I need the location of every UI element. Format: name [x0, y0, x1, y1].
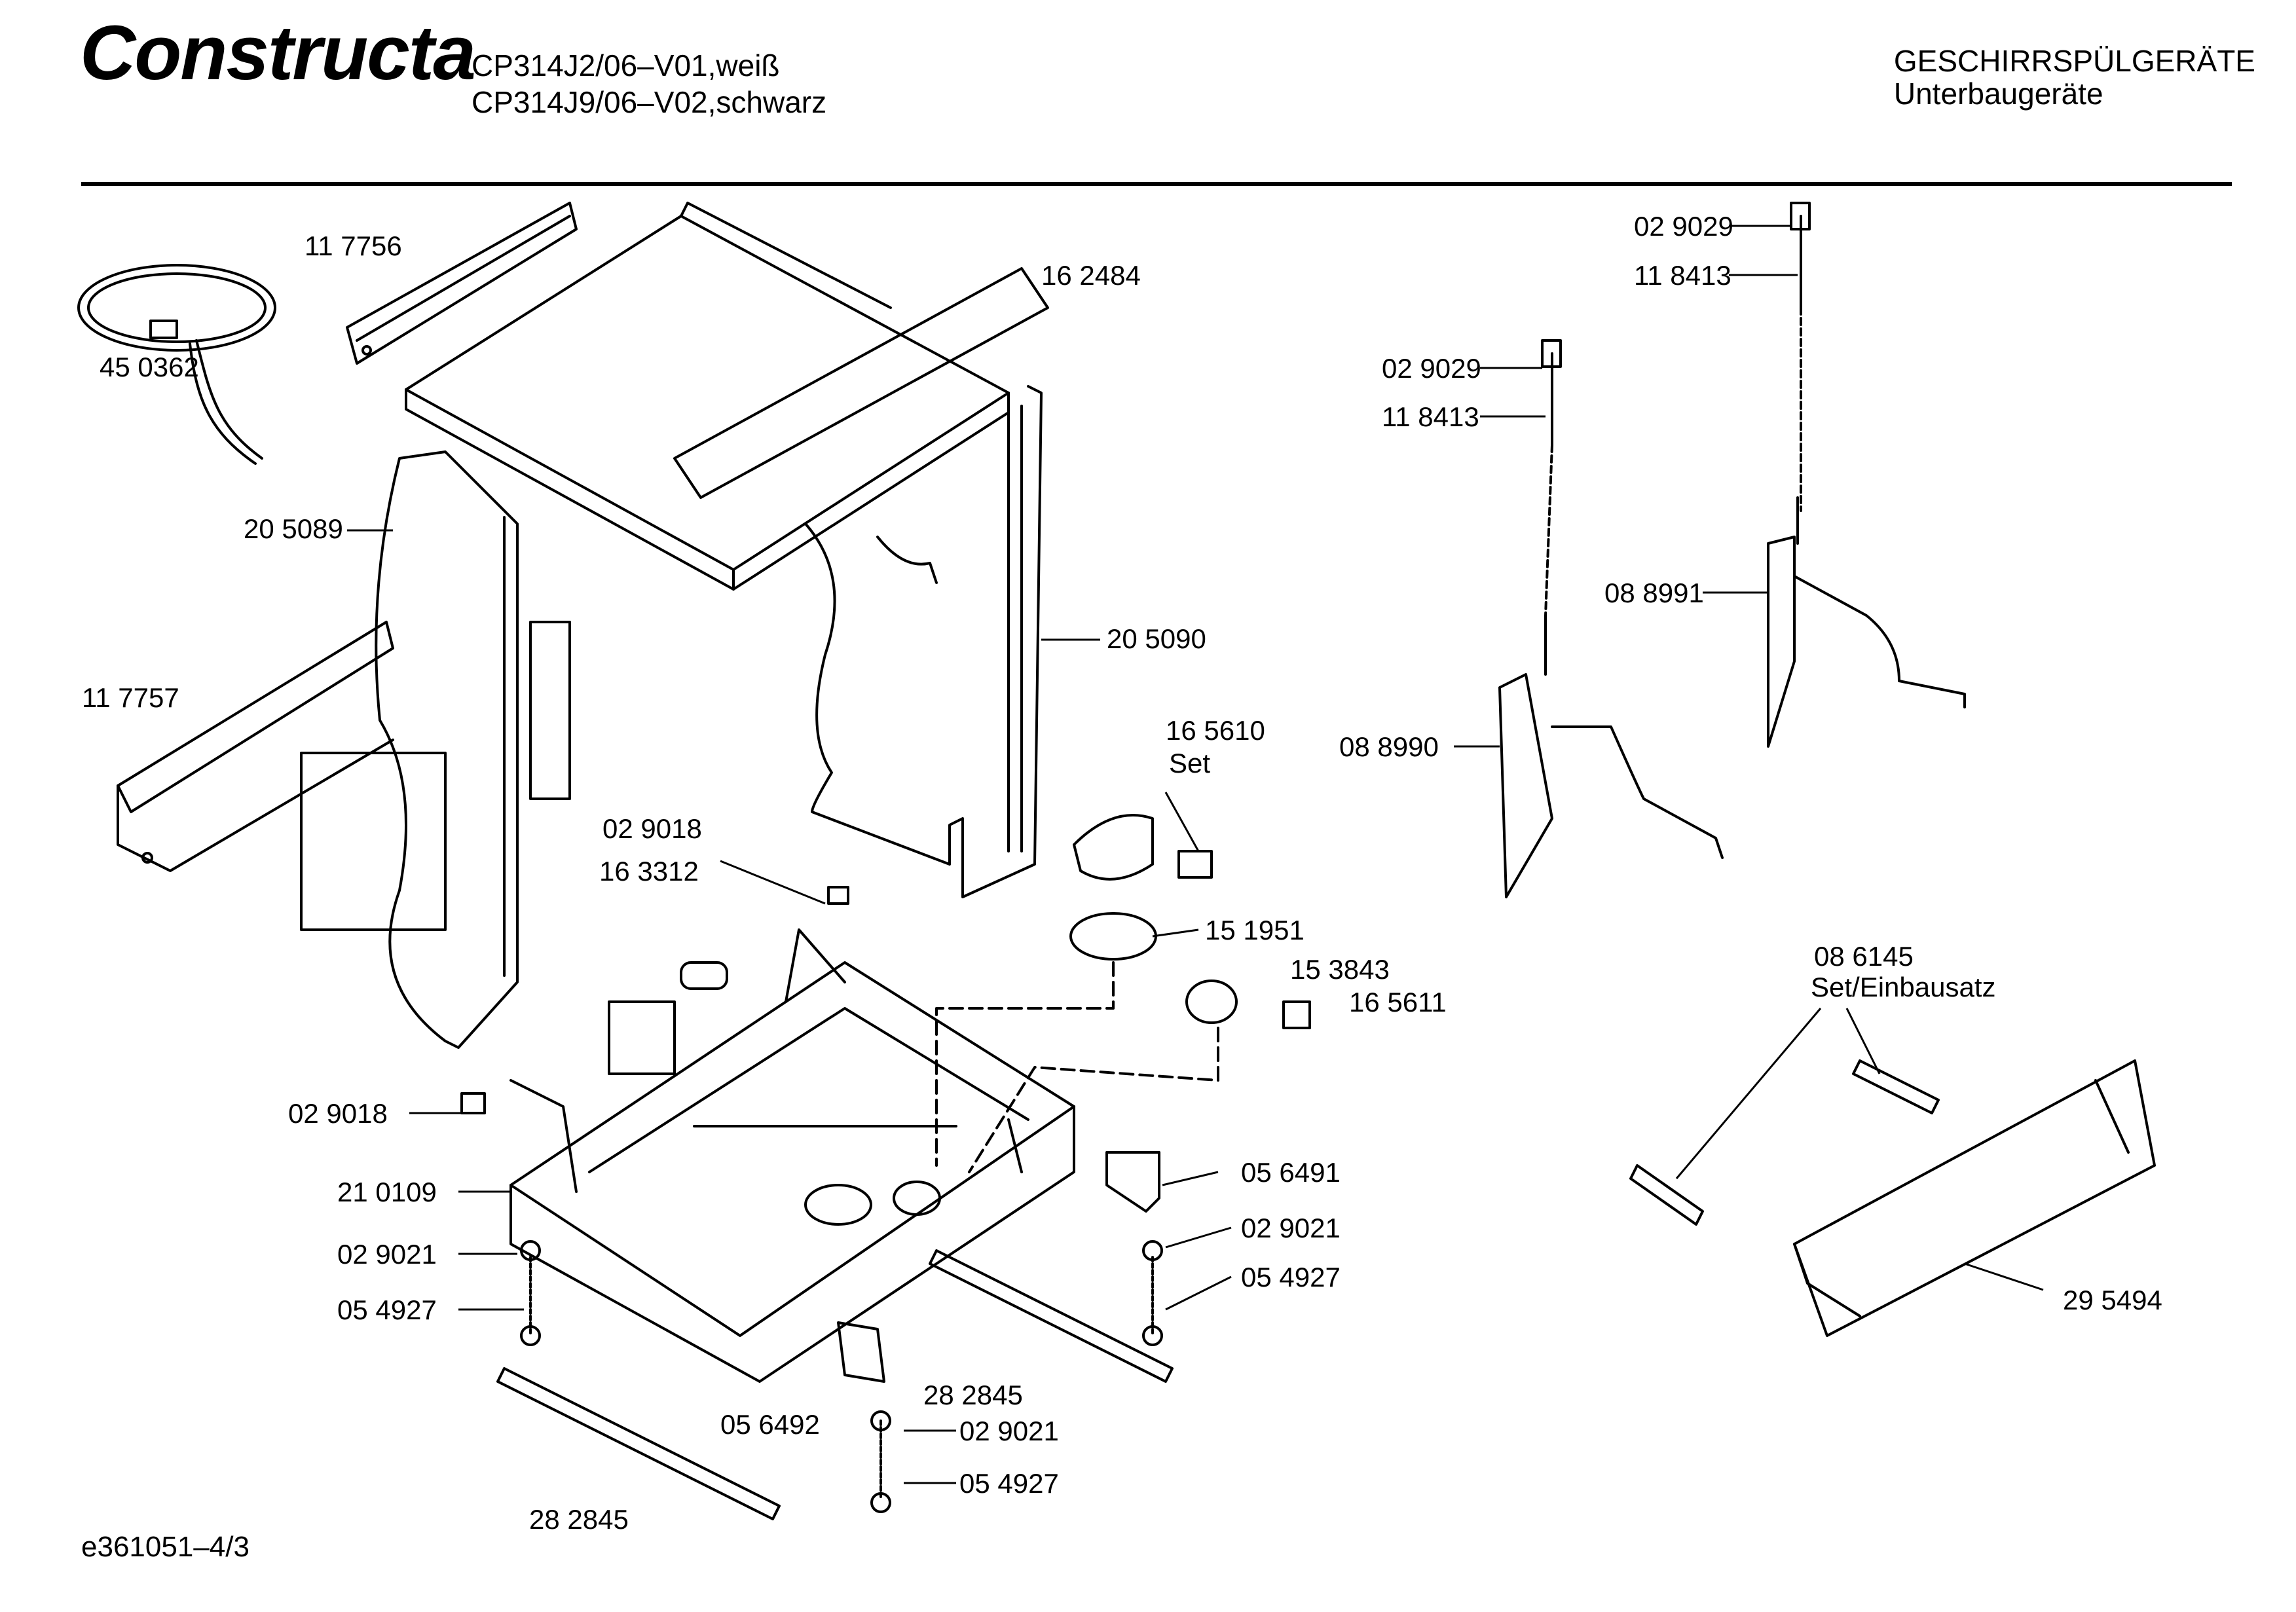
product-category: GESCHIRRSPÜLGERÄTE Unterbaugeräte — [1894, 45, 2255, 110]
callout-029029-right: 02 9029 — [1634, 211, 1733, 242]
pump-set-part — [935, 814, 1311, 1173]
model-line-1: CP314J2/06–V01,weiß — [472, 48, 780, 82]
model-numbers: CP314J2/06–V01,weiß CP314J9/06–V02,schwa… — [472, 47, 826, 120]
power-cable-part — [77, 264, 276, 465]
callout-117756: 11 7756 — [305, 230, 402, 261]
leader-lines — [347, 225, 2044, 1484]
callout-295494: 29 5494 — [2063, 1285, 2162, 1315]
front-rail-part — [117, 621, 571, 931]
small-parts — [460, 886, 1174, 1520]
callout-210109: 21 0109 — [337, 1177, 437, 1207]
callout-054927-bottom: 05 4927 — [959, 1468, 1059, 1499]
hinge-springs — [1541, 202, 1811, 676]
base-tub-part — [509, 928, 1075, 1383]
callout-029021-left: 02 9021 — [337, 1239, 437, 1270]
callout-205089: 20 5089 — [244, 513, 343, 544]
callout-056491: 05 6491 — [1241, 1157, 1341, 1188]
callout-153843: 15 3843 — [1290, 954, 1390, 985]
callout-151951: 15 1951 — [1205, 915, 1305, 945]
callout-029018-left: 02 9018 — [288, 1098, 388, 1129]
callout-029021-bottom: 02 9021 — [959, 1416, 1059, 1446]
callout-029018-top: 02 9018 — [602, 813, 702, 844]
callout-282845-left: 28 2845 — [529, 1504, 629, 1535]
callout-set: Set — [1169, 748, 1210, 779]
callout-054927-right: 05 4927 — [1241, 1262, 1341, 1292]
callout-029021-right: 02 9021 — [1241, 1213, 1341, 1243]
plinth-panel-part — [1629, 1059, 2156, 1337]
callout-088991: 08 8991 — [1604, 577, 1704, 608]
header-divider — [81, 182, 2232, 186]
callout-118413-right: 11 8413 — [1634, 260, 1731, 291]
hinge-brackets — [1498, 536, 1966, 898]
callout-118413-left: 11 8413 — [1382, 401, 1479, 432]
model-line-2: CP314J9/06–V02,schwarz — [472, 85, 827, 119]
callout-set-einbausatz: Set/Einbausatz — [1811, 972, 1996, 1002]
callout-162484: 16 2484 — [1041, 260, 1141, 291]
callout-labels: 45 0362 11 7756 16 2484 20 5089 11 7757 … — [82, 211, 2162, 1535]
callout-054927-left: 05 4927 — [337, 1294, 437, 1325]
callout-117757: 11 7757 — [82, 682, 179, 713]
callout-163312: 16 3312 — [599, 856, 699, 887]
callout-029029-left: 02 9029 — [1382, 353, 1481, 384]
callout-056492: 05 6492 — [720, 1409, 820, 1440]
top-rail-part — [346, 202, 578, 365]
left-side-panel — [375, 450, 519, 1049]
callout-205090: 20 5090 — [1107, 623, 1206, 654]
brand-logo: Constructa — [80, 10, 476, 96]
right-side-panel — [804, 385, 1043, 898]
document-id: e361051–4/3 — [81, 1531, 250, 1563]
worktop-box — [405, 202, 1049, 591]
callout-450362: 45 0362 — [100, 352, 199, 382]
callout-165611: 16 5611 — [1349, 987, 1447, 1017]
callout-086145: 08 6145 — [1814, 941, 1914, 972]
callout-282845-right: 28 2845 — [923, 1380, 1023, 1410]
callout-088990: 08 8990 — [1339, 731, 1439, 762]
category-line-2: Unterbaugeräte — [1893, 77, 2103, 111]
category-line-1: GESCHIRRSPÜLGERÄTE — [1893, 44, 2255, 78]
callout-165610: 16 5610 — [1166, 715, 1265, 746]
